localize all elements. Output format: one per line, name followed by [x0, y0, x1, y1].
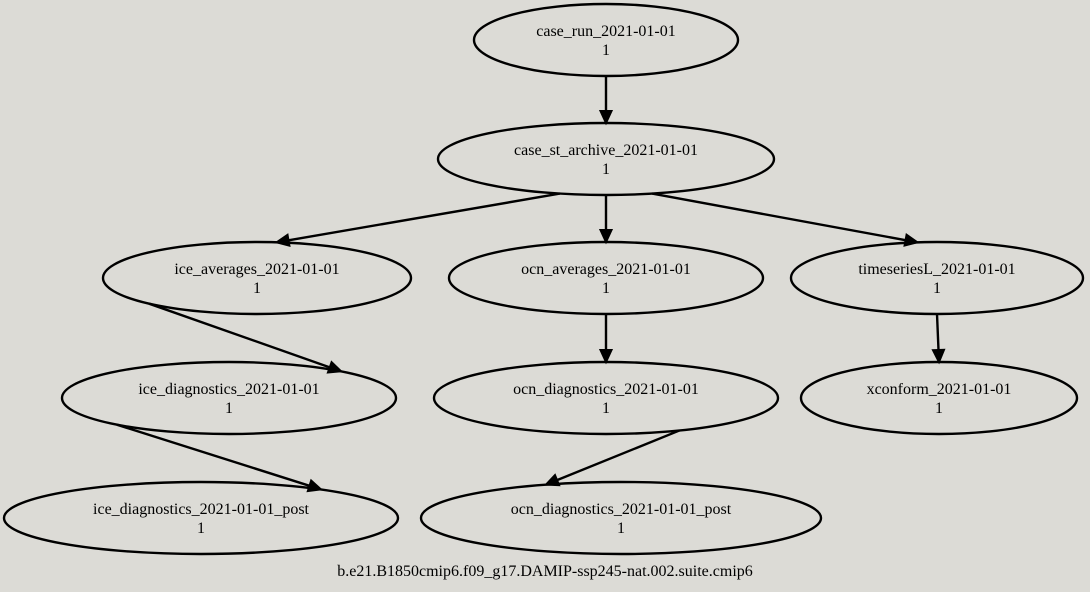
node-xconform: xconform_2021-01-01 1 — [799, 360, 1079, 436]
node-ellipse — [101, 240, 413, 316]
node-label: ice_averages_2021-01-01 — [174, 261, 339, 278]
node-case-st-archive: case_st_archive_2021-01-01 1 — [436, 121, 776, 197]
node-count: 1 — [617, 520, 625, 537]
edge-ocn-averages-to-ocn-diagnostics — [598, 314, 614, 365]
node-ellipse — [60, 360, 398, 436]
node-ellipse — [432, 360, 780, 436]
node-label: ice_diagnostics_2021-01-01_post — [93, 501, 310, 518]
node-count: 1 — [602, 400, 610, 417]
node-label: xconform_2021-01-01 — [867, 381, 1012, 398]
nodes-layer: case_run_2021-01-011case_st_archive_2021… — [2, 2, 1085, 556]
node-ellipse — [799, 360, 1079, 436]
edge-line — [556, 429, 680, 482]
node-ice-averages: ice_averages_2021-01-01 1 — [101, 240, 413, 316]
node-count: 1 — [602, 280, 610, 297]
arrowhead-icon — [598, 229, 614, 245]
edge-line — [116, 423, 310, 487]
node-count: 1 — [933, 280, 941, 297]
node-label: case_run_2021-01-01 — [536, 23, 676, 40]
arrowhead-icon — [274, 233, 291, 248]
node-ellipse — [419, 480, 823, 556]
edge-timeseriesL-to-xconform — [931, 313, 946, 365]
arrowhead-icon — [931, 348, 946, 365]
node-count: 1 — [253, 280, 261, 297]
node-ocn-averages: ocn_averages_2021-01-01 1 — [447, 240, 765, 316]
node-label: ice_diagnostics_2021-01-01 — [138, 381, 319, 398]
node-label: ocn_diagnostics_2021-01-01 — [513, 381, 699, 398]
edge-case-run-to-case-st-archive — [598, 76, 614, 126]
node-label: timeseriesL_2021-01-01 — [858, 261, 1015, 278]
node-ellipse — [447, 240, 765, 316]
node-ice-diagnostics-post: ice_diagnostics_2021-01-01_post 1 — [2, 480, 400, 556]
node-count: 1 — [602, 42, 610, 59]
node-timeseriesL: timeseriesL_2021-01-01 1 — [789, 240, 1085, 316]
node-ellipse — [436, 121, 776, 197]
node-ellipse — [472, 2, 740, 78]
edges-layer — [116, 76, 946, 493]
edge-line — [148, 302, 331, 369]
node-ocn-diagnostics-post: ocn_diagnostics_2021-01-01_post 1 — [419, 480, 823, 556]
node-count: 1 — [935, 400, 943, 417]
arrowhead-icon — [903, 233, 920, 247]
node-label: ocn_diagnostics_2021-01-01_post — [511, 501, 732, 518]
arrowhead-icon — [598, 110, 614, 126]
edge-case-st-archive-to-ice-averages — [274, 192, 561, 248]
edge-line — [288, 192, 561, 242]
arrowhead-icon — [598, 349, 614, 365]
node-label: case_st_archive_2021-01-01 — [514, 142, 698, 159]
node-ellipse — [2, 480, 400, 556]
node-ice-diagnostics: ice_diagnostics_2021-01-01 1 — [60, 360, 398, 436]
node-count: 1 — [197, 520, 205, 537]
node-ellipse — [789, 240, 1085, 316]
node-label: ocn_averages_2021-01-01 — [521, 261, 691, 278]
node-count: 1 — [225, 400, 233, 417]
node-ocn-diagnostics: ocn_diagnostics_2021-01-01 1 — [432, 360, 780, 436]
edge-ocn-diagnostics-to-ocn-diagnostics-post — [543, 429, 680, 487]
graph-caption: b.e21.B1850cmip6.f09_g17.DAMIP-ssp245-na… — [337, 563, 753, 580]
edge-line — [935, 313, 940, 351]
node-case-run: case_run_2021-01-01 1 — [472, 2, 740, 78]
edge-case-st-archive-to-ocn-averages — [598, 195, 614, 245]
edge-line — [651, 192, 906, 242]
node-count: 1 — [602, 161, 610, 178]
edge-case-st-archive-to-timeseriesL — [651, 192, 920, 247]
